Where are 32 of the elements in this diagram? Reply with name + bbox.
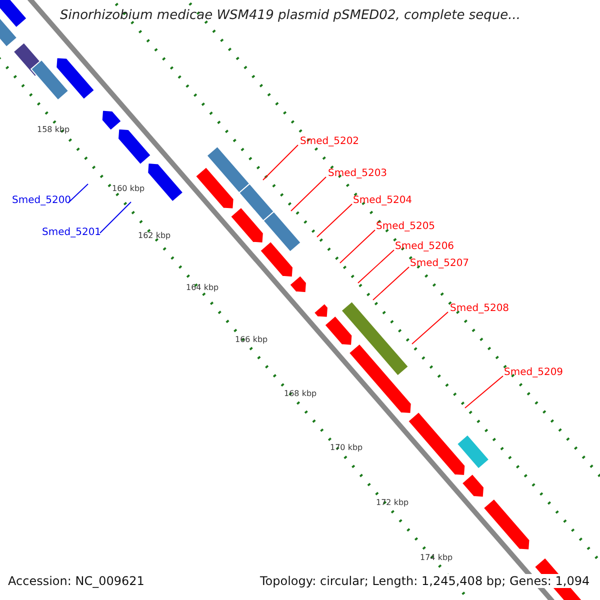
- gene-label: Smed_5200: [12, 195, 72, 206]
- gene-label: Smed_5206: [395, 241, 454, 252]
- gene-label: Smed_5205: [376, 221, 436, 232]
- leader-line: [412, 312, 448, 344]
- tick-label: 168 kbp: [284, 389, 317, 398]
- gene-label: Smed_5202: [300, 136, 360, 147]
- gene-label: Smed_5201: [42, 227, 102, 238]
- tick-label: 160 kbp: [112, 184, 145, 193]
- tick-label: 162 kbp: [138, 231, 171, 240]
- footer-text: Accession: NC_009621: [8, 574, 144, 588]
- leader-line: [464, 376, 504, 408]
- footer-text: Topology: circular; Length: 1,245,408 bp; Genes: 1,094: [260, 574, 590, 588]
- leader-line: [290, 176, 326, 212]
- tick-label: 166 kbp: [235, 335, 268, 344]
- leader-line: [340, 230, 376, 264]
- leader-line: [68, 184, 88, 204]
- tick-label: 172 kbp: [376, 498, 409, 507]
- tick-label: 164 kbp: [186, 283, 219, 292]
- title-text: Sinorhizobium medicae WSM419 plasmid pSMED02, complete seque...: [60, 8, 520, 23]
- leader-line: [262, 144, 298, 180]
- leader-line: [100, 202, 132, 234]
- leader-line: [358, 250, 394, 284]
- leader-line: [316, 204, 352, 238]
- tick-label: 174 kbp: [420, 553, 453, 562]
- gene-label: Smed_5208: [450, 303, 510, 314]
- gene-label: Smed_5204: [353, 195, 412, 206]
- gene-label: Smed_5203: [328, 168, 388, 179]
- tick-label: 170 kbp: [330, 443, 363, 452]
- gene-label: Smed_5207: [410, 258, 470, 269]
- leader-line: [372, 266, 410, 300]
- gene-label: Smed_5209: [504, 367, 564, 378]
- tick-label: 158 kbp: [37, 125, 70, 134]
